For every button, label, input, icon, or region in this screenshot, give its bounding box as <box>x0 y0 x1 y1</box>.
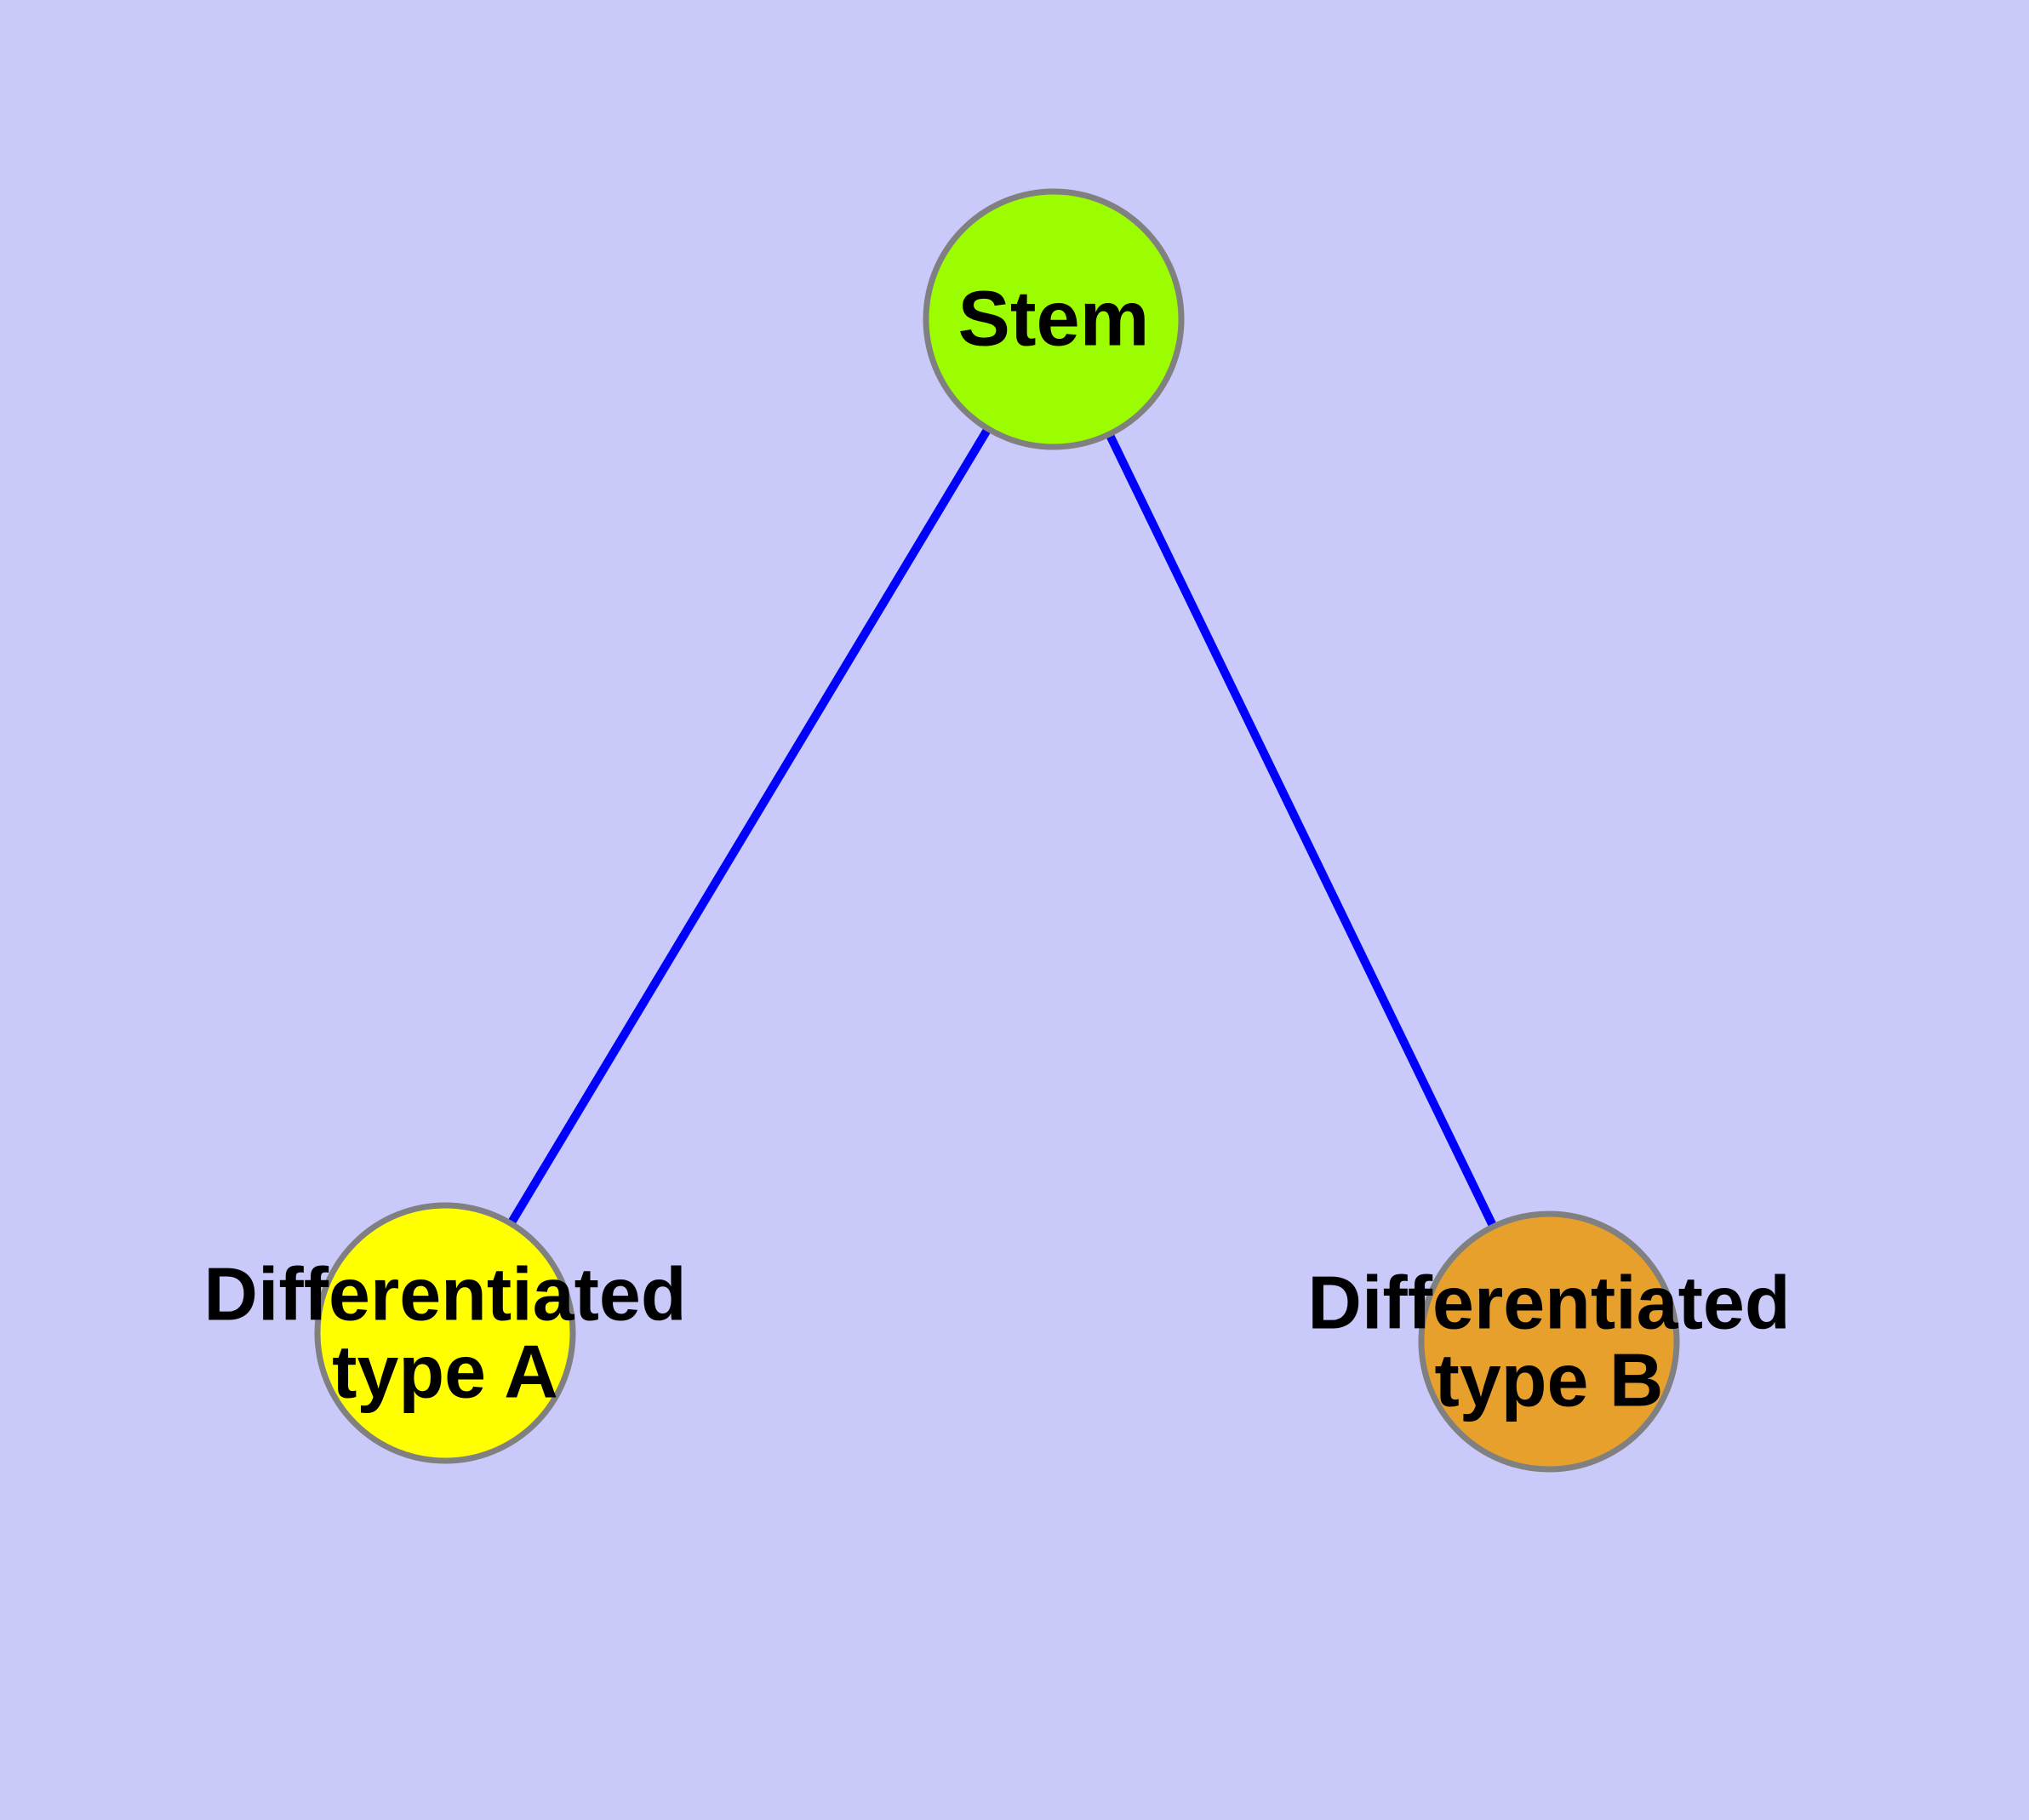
edge-stem-diff-b[interactable] <box>1049 317 1553 1344</box>
node-circle-diff_a[interactable] <box>314 1202 576 1464</box>
node-circle-diff_b[interactable] <box>1418 1210 1680 1473</box>
edge-stem-diff-a[interactable] <box>441 317 1058 1336</box>
node-layer <box>314 188 1680 1473</box>
edge-layer <box>441 317 1553 1344</box>
node-circle-stem[interactable] <box>923 188 1185 450</box>
